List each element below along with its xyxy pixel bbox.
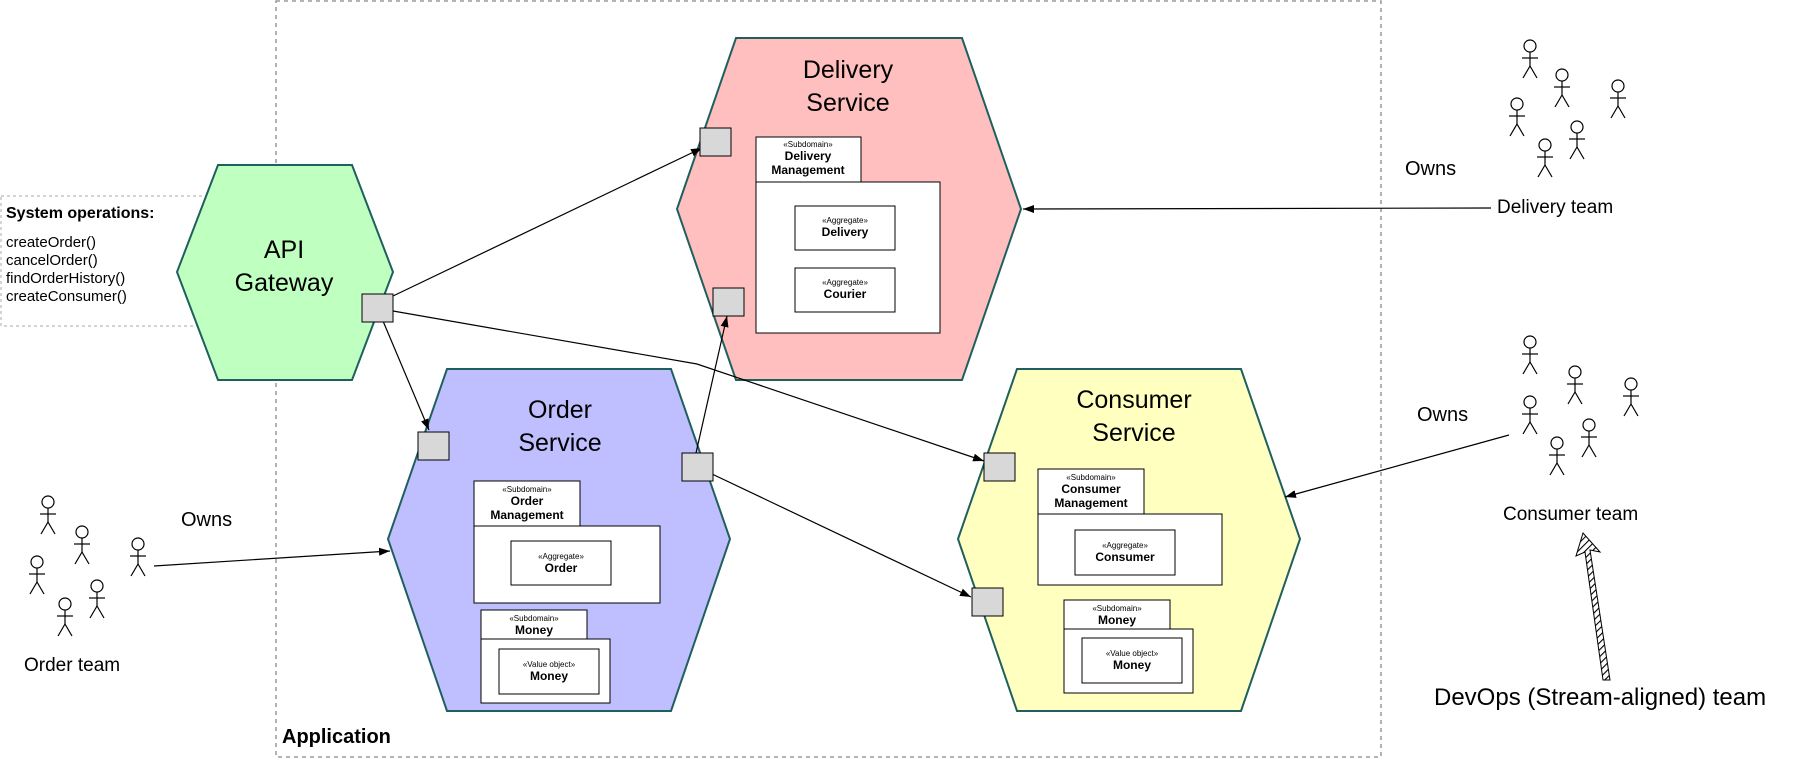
delivery-owns-label: Owns [1405, 158, 1457, 180]
consumer-subdomain-label: «Subdomain» Consumer Management [1054, 473, 1128, 510]
consumer-team-member-icon [1522, 335, 1538, 375]
order-service-title: Order Service [518, 396, 602, 457]
api-gateway-hexagon[interactable] [175, 164, 395, 381]
order-team-member-icon [130, 537, 146, 577]
system-operations-note: System operations: createOrder() cancelO… [6, 205, 154, 306]
order-owns-label: Owns [181, 509, 233, 531]
consumer-service-title: Consumer Service [1076, 386, 1192, 447]
gateway-port [361, 293, 394, 323]
order-money-value-label: «Value object» Money [522, 660, 576, 683]
consumer-owns-label: Owns [1417, 404, 1469, 426]
arrow-gateway-to-order [382, 320, 430, 431]
delivery-team-member-icon [1522, 39, 1538, 79]
order-subdomain-tab [473, 480, 581, 527]
consumer-money-tab [1063, 599, 1171, 630]
consumer-port-top [983, 452, 1016, 482]
order-team-member-icon [40, 495, 56, 535]
delivery-service-title: Delivery Service [802, 56, 894, 117]
system-operations-title: System operations: [6, 205, 155, 222]
op-find-order-history: findOrderHistory() [6, 270, 126, 287]
api-gateway-title: API Gateway [234, 236, 334, 297]
consumer-aggregate-box [1074, 529, 1176, 576]
delivery-port-top [699, 127, 732, 157]
arrow-gateway-to-delivery [392, 147, 703, 297]
delivery-subdomain-label: «Subdomain» Delivery Management [771, 140, 845, 177]
consumer-port-bottom [971, 587, 1004, 617]
consumer-aggregate-label: «Aggregate» Consumer [1095, 541, 1155, 564]
arrow-consumer-team-to-consumer [1284, 434, 1510, 498]
order-aggregate-box [510, 540, 612, 586]
delivery-team-member-icon [1554, 68, 1570, 108]
arrow-delivery-team-to-delivery [1022, 204, 1492, 213]
consumer-team-member-icon [1567, 365, 1583, 405]
team-figures [29, 39, 1639, 637]
order-team-member-icon [29, 555, 45, 595]
delivery-aggregate-box [794, 205, 896, 251]
order-subdomain-label: «Subdomain» Order Management [490, 485, 564, 522]
consumer-subdomain-tab [1037, 468, 1145, 515]
order-team-member-icon [89, 579, 105, 619]
order-port-left [417, 431, 450, 461]
consumer-team-label: Consumer team [1503, 504, 1639, 525]
order-team-label: Order team [24, 655, 121, 676]
arrow-order-team-to-order [153, 547, 391, 567]
order-money-value-box [498, 648, 600, 695]
delivery-team-member-icon [1610, 79, 1626, 119]
system-operations-box [0, 195, 210, 327]
consumer-money-label: «Subdomain» Money [1092, 604, 1142, 627]
op-cancel-order: cancelOrder() [6, 252, 98, 269]
consumer-money-value-box [1081, 637, 1183, 684]
delivery-team-member-icon [1537, 138, 1553, 178]
order-money-label: «Subdomain» Money [509, 614, 559, 637]
order-money-tab [480, 609, 588, 640]
delivery-subdomain-tab [755, 136, 862, 183]
arrow-order-to-delivery [695, 315, 729, 454]
devops-team-label: DevOps (Stream-aligned) team [1434, 684, 1767, 711]
order-team-member-icon [57, 597, 73, 637]
consumer-team-member-icon [1623, 377, 1639, 417]
consumer-team-member-icon [1581, 418, 1597, 458]
op-create-order: createOrder() [6, 234, 97, 251]
order-team-member-icon [74, 525, 90, 565]
delivery-aggregate-label: «Aggregate» Delivery [821, 216, 869, 239]
order-port-right [681, 452, 714, 482]
order-aggregate-label: «Aggregate» Order [538, 552, 584, 575]
delivery-team-member-icon [1569, 120, 1585, 160]
op-create-consumer: createConsumer() [6, 288, 127, 305]
consumer-team-member-icon [1522, 395, 1538, 435]
application-label: Application [282, 726, 391, 748]
delivery-team-member-icon [1509, 97, 1525, 137]
delivery-port-bottom [712, 287, 745, 317]
courier-aggregate-box [794, 267, 896, 313]
arrow-gateway-to-consumer [392, 310, 985, 462]
consumer-money-value-label: «Value object» Money [1105, 649, 1159, 672]
arrow-order-to-consumer [711, 473, 972, 598]
delivery-team-label: Delivery team [1497, 197, 1614, 218]
consumer-team-member-icon [1549, 436, 1565, 476]
devops-hatched-arrow [1575, 532, 1611, 681]
courier-aggregate-label: «Aggregate» Courier [822, 278, 868, 301]
